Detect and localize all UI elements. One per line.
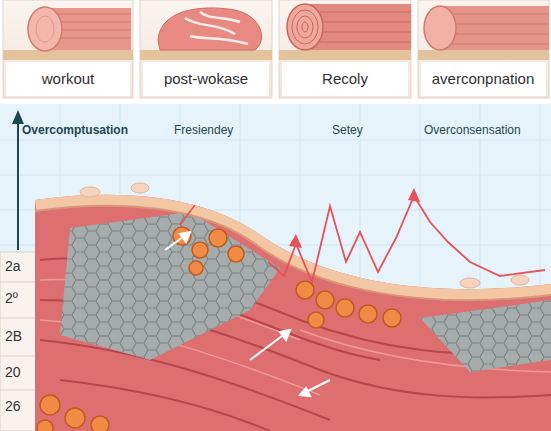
label-area	[143, 62, 269, 96]
stage-label: post-wokase	[164, 70, 248, 87]
panel	[3, 0, 133, 98]
axis-number: 2º	[5, 290, 18, 306]
shelf	[3, 50, 133, 60]
response-curve	[180, 188, 545, 282]
axis-number: 26	[5, 398, 21, 414]
shelf	[140, 50, 272, 60]
phase-label: Fresiendey	[172, 124, 235, 138]
label-area	[282, 62, 408, 96]
panel	[418, 0, 549, 98]
phase-label: Overcomptusation	[20, 124, 130, 138]
damaged-muscle	[158, 8, 262, 50]
panel	[140, 0, 272, 98]
muscle-cylinder	[424, 6, 549, 50]
stage-panels	[3, 0, 549, 98]
cells	[37, 227, 401, 431]
axis-number: 20	[5, 364, 21, 380]
stage-label: Recoly	[322, 70, 368, 87]
white-arrows	[165, 232, 330, 396]
label-area	[6, 62, 130, 96]
axis-number: 2a	[5, 258, 21, 274]
shelf	[279, 50, 411, 60]
muscle-rings	[287, 4, 411, 50]
muscle-cylinder	[28, 7, 131, 51]
label-area	[421, 62, 546, 96]
stage-label: workout	[42, 70, 95, 87]
shelf	[418, 50, 549, 60]
stage-label: averconpnation	[432, 70, 535, 87]
skin-bumps	[80, 183, 529, 288]
phase-label: Overconsensation	[422, 124, 523, 138]
phase-label: Setey	[330, 124, 365, 138]
panel	[279, 0, 411, 98]
muscle-cross-section	[0, 180, 551, 431]
axis-number: 2B	[5, 328, 22, 344]
